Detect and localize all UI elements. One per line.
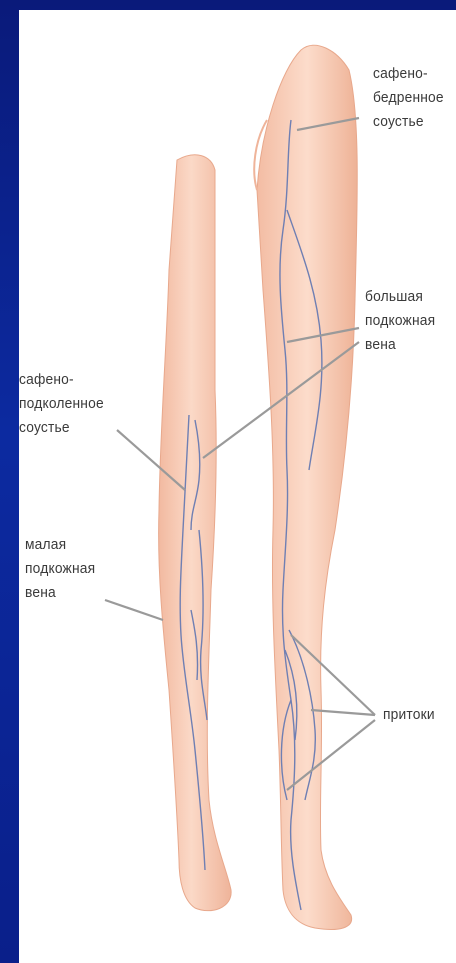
label-ssv: малая подкожная вена <box>25 533 95 605</box>
label-tributaries: притоки <box>383 703 435 727</box>
label-gsv: большая подкожная вена <box>365 285 435 357</box>
diagram-panel: сафено- бедренное соустье большая подкож… <box>19 10 456 963</box>
front-leg <box>257 45 357 929</box>
leg-veins-illustration <box>19 10 456 963</box>
back-leg <box>159 155 232 911</box>
label-sfj: сафено- бедренное соустье <box>373 62 444 134</box>
leader-ssv <box>105 600 163 620</box>
label-spj: сафено- подколенное соустье <box>19 368 104 440</box>
